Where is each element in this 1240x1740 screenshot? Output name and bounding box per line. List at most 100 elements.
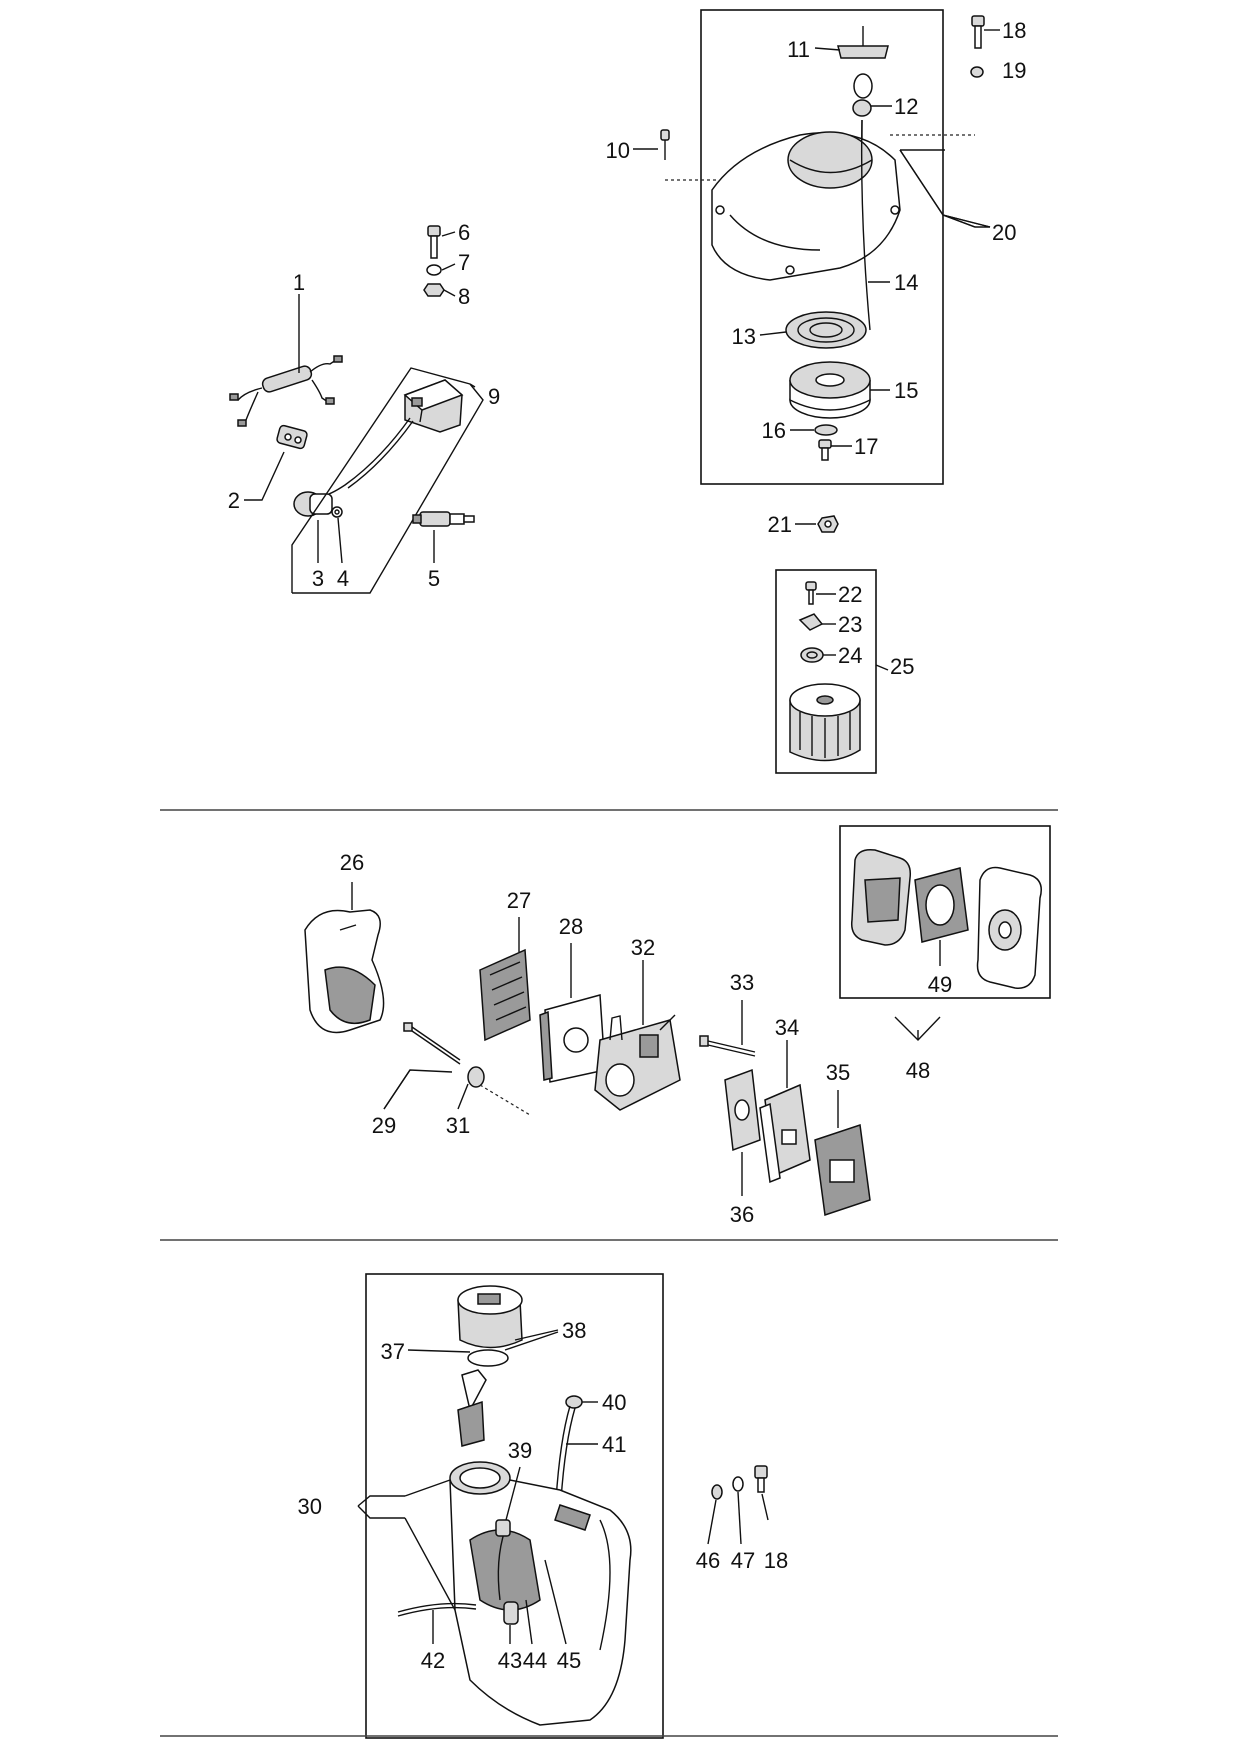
callout-37: 37 [381, 1339, 405, 1364]
part-32-carburetor [594, 1014, 681, 1111]
part-26-air-cleaner-cover [304, 909, 385, 1034]
callout-24: 24 [838, 643, 862, 668]
part-34-insulator [759, 1083, 811, 1184]
part-43-fuel-filter [503, 1601, 519, 1625]
part-15-pulley [789, 361, 871, 419]
callout-22: 22 [838, 582, 862, 607]
part-4-spring [331, 506, 343, 518]
callout-48: 48 [906, 1058, 930, 1083]
callout-17: 17 [854, 434, 878, 459]
callout-33: 33 [730, 970, 754, 995]
callout-31: 31 [446, 1113, 470, 1138]
part-31-washer [467, 1066, 485, 1088]
part-41-return-line [555, 1405, 571, 1501]
callout-6: 6 [458, 220, 470, 245]
callout-9: 9 [488, 384, 500, 409]
part-9-ignition-coil [321, 379, 464, 497]
callout-36: 36 [730, 1202, 754, 1227]
part-20-starter-housing [711, 120, 901, 281]
callout-15: 15 [894, 378, 918, 403]
callout-10: 10 [606, 138, 630, 163]
part-29-screws [403, 1022, 461, 1065]
part-7-washer [426, 264, 442, 276]
part-48-filter-housing [976, 866, 1042, 989]
callout-43: 43 [498, 1648, 522, 1673]
part-16-washer [814, 424, 838, 436]
part-10-screw [660, 129, 670, 160]
fuel-tank-group: 38 37 40 41 30 [298, 1273, 788, 1739]
part-8-nut [423, 283, 445, 297]
part-30-fuel-tank [449, 1461, 632, 1726]
part-18-bolt [971, 15, 985, 49]
part-40-connector [565, 1395, 583, 1409]
part-49-foam-filter [914, 867, 969, 943]
callout-41: 41 [602, 1432, 626, 1457]
callout-5: 5 [428, 566, 440, 591]
part-35-gasket [814, 1124, 871, 1216]
part-5-spark-plug [412, 511, 475, 527]
flywheel [789, 683, 861, 762]
callout-49: 49 [928, 972, 952, 997]
carburetor-group: 26 27 28 32 [304, 825, 1051, 1227]
part-6-bolt [427, 225, 441, 259]
part-2-grommet [276, 424, 308, 450]
callout-45: 45 [557, 1648, 581, 1673]
callout-26: 26 [340, 850, 364, 875]
callout-29: 29 [372, 1113, 396, 1138]
part-36-gasket [724, 1068, 761, 1152]
callout-12: 12 [894, 94, 918, 119]
cap-retainer-strap [457, 1369, 487, 1447]
part-1-wire-harness [229, 355, 343, 427]
part-19-nut [970, 66, 984, 78]
callout-14: 14 [894, 270, 918, 295]
part-38-fuel-cap [457, 1285, 523, 1367]
callout-7: 7 [458, 250, 470, 275]
callout-18-top: 18 [1002, 18, 1026, 43]
callout-27: 27 [507, 888, 531, 913]
callout-32: 32 [631, 935, 655, 960]
part-39-fuel-hose [495, 1519, 511, 1601]
callout-1: 1 [293, 270, 305, 295]
callout-40: 40 [602, 1390, 626, 1415]
callout-11: 11 [787, 37, 810, 62]
part-28-air-filter-base [539, 994, 606, 1083]
callout-8: 8 [458, 284, 470, 309]
part-22-bolt [805, 581, 817, 605]
part-48-filter-frame [850, 848, 912, 946]
callout-34: 34 [775, 1015, 799, 1040]
flywheel-assembly-box [775, 569, 877, 774]
part-46-washer [711, 1484, 723, 1500]
air-filter-kit-box [839, 825, 1051, 999]
callout-21: 21 [768, 512, 792, 537]
part-47-washer [732, 1476, 744, 1492]
callout-46: 46 [696, 1548, 720, 1573]
callout-13: 13 [732, 324, 756, 349]
callout-28: 28 [559, 914, 583, 939]
part-18-bolt-lower [754, 1465, 768, 1493]
callout-35: 35 [826, 1060, 850, 1085]
callout-30: 30 [298, 1494, 322, 1519]
part-42-fuel-line [397, 1602, 477, 1613]
ignition-group: 1 2 9 [228, 220, 500, 594]
part-11-starter-handle [837, 26, 889, 99]
recoil-starter-group: 10 11 12 20 [606, 9, 1026, 774]
callout-18-lower: 18 [764, 1548, 788, 1573]
part-33-bolt [699, 1035, 756, 1057]
part-23-pawl [798, 613, 824, 631]
callout-4: 4 [337, 566, 349, 591]
fuel-tank-assembly-box [365, 1273, 664, 1739]
part-12-grommet [852, 99, 872, 117]
starter-assembly-box [700, 9, 944, 485]
callout-39: 39 [508, 1438, 532, 1463]
part-21-nut [817, 515, 839, 533]
callout-3: 3 [312, 566, 324, 591]
part-3-spark-plug-cap [293, 491, 333, 517]
part-13-recoil-spring [785, 311, 867, 349]
callout-16: 16 [762, 418, 786, 443]
callout-2: 2 [228, 488, 240, 513]
part-27-air-filter [479, 948, 531, 1042]
callout-23: 23 [838, 612, 862, 637]
callout-38: 38 [562, 1318, 586, 1343]
callout-42: 42 [421, 1648, 445, 1673]
